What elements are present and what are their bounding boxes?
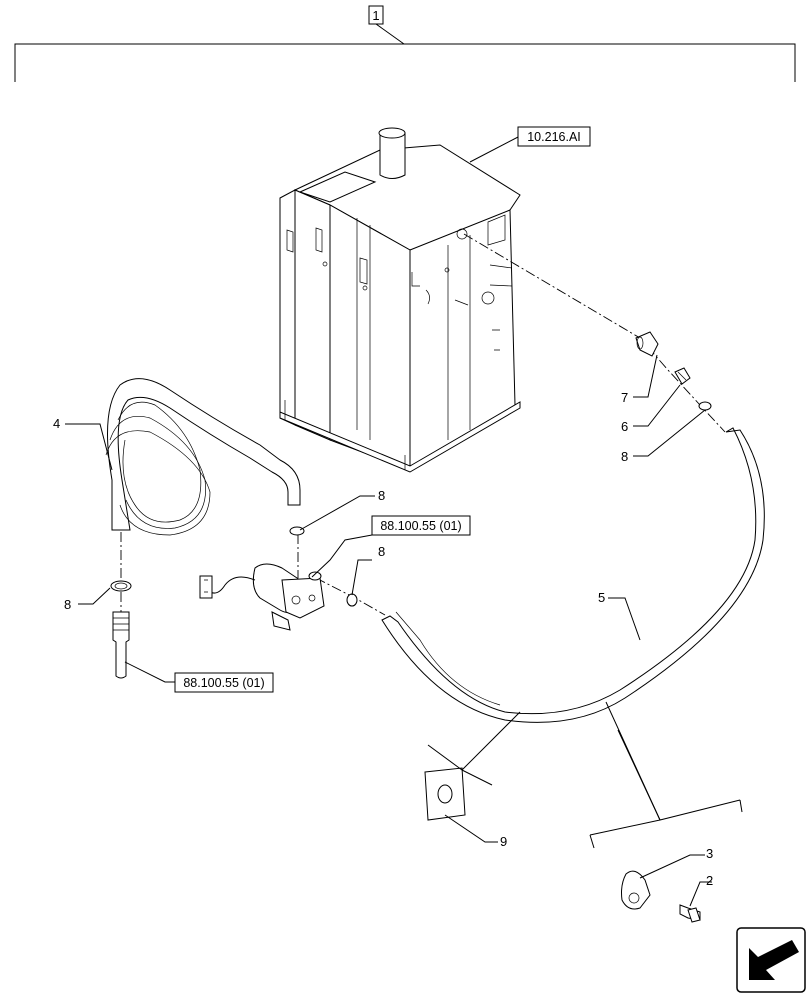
pump-reference-callout: 88.100.55 (01) [371, 515, 471, 536]
coil-end-fitting [112, 611, 130, 679]
arrow-bottom-left-icon[interactable] [736, 927, 806, 993]
pump-ref-text: 88.100.55 (01) [380, 519, 461, 533]
adapter-fitting [674, 367, 691, 385]
bolt [679, 904, 701, 923]
hose-clamp-top [698, 401, 712, 411]
callout-8-coil: 8 [64, 597, 71, 612]
elbow-fitting [635, 331, 659, 357]
suction-hose [381, 427, 765, 723]
electric-pump [199, 563, 325, 631]
tank-reference-callout: 10.216.AI [469, 126, 591, 163]
callout-8-pump-top: 8 [378, 488, 385, 503]
mounting-pad [424, 767, 466, 821]
callout-leaders [65, 354, 712, 907]
fitting-ref-text: 88.100.55 (01) [183, 676, 264, 690]
fitting-reference-callout: 88.100.55 (01) [174, 672, 274, 693]
hose-clamp-pump-top [289, 526, 305, 536]
callout-2: 2 [706, 873, 713, 888]
callout-9: 9 [500, 834, 507, 849]
hydraulic-tank [279, 127, 521, 473]
callout-7: 7 [621, 390, 628, 405]
callout-8-pump-outlet: 8 [378, 544, 385, 559]
callout-5: 5 [598, 590, 605, 605]
callout-8-tank: 8 [621, 449, 628, 464]
coiled-pipe [105, 378, 301, 536]
callout-numbers: 4 8 8 8 7 6 8 5 9 3 2 [53, 390, 713, 888]
group-label: 1 [372, 8, 379, 23]
p-clip [621, 870, 651, 910]
callout-6: 6 [621, 419, 628, 434]
tank-ref-text: 10.216.AI [527, 130, 581, 144]
callout-4: 4 [53, 416, 60, 431]
tank-fitting-centerline [463, 233, 726, 433]
callout-3: 3 [706, 846, 713, 861]
group-bracket: 1 [14, 5, 796, 82]
section-lines [427, 701, 743, 849]
hose-clamp-pump-outlet [346, 593, 358, 607]
hose-clamp-coil [110, 580, 132, 592]
